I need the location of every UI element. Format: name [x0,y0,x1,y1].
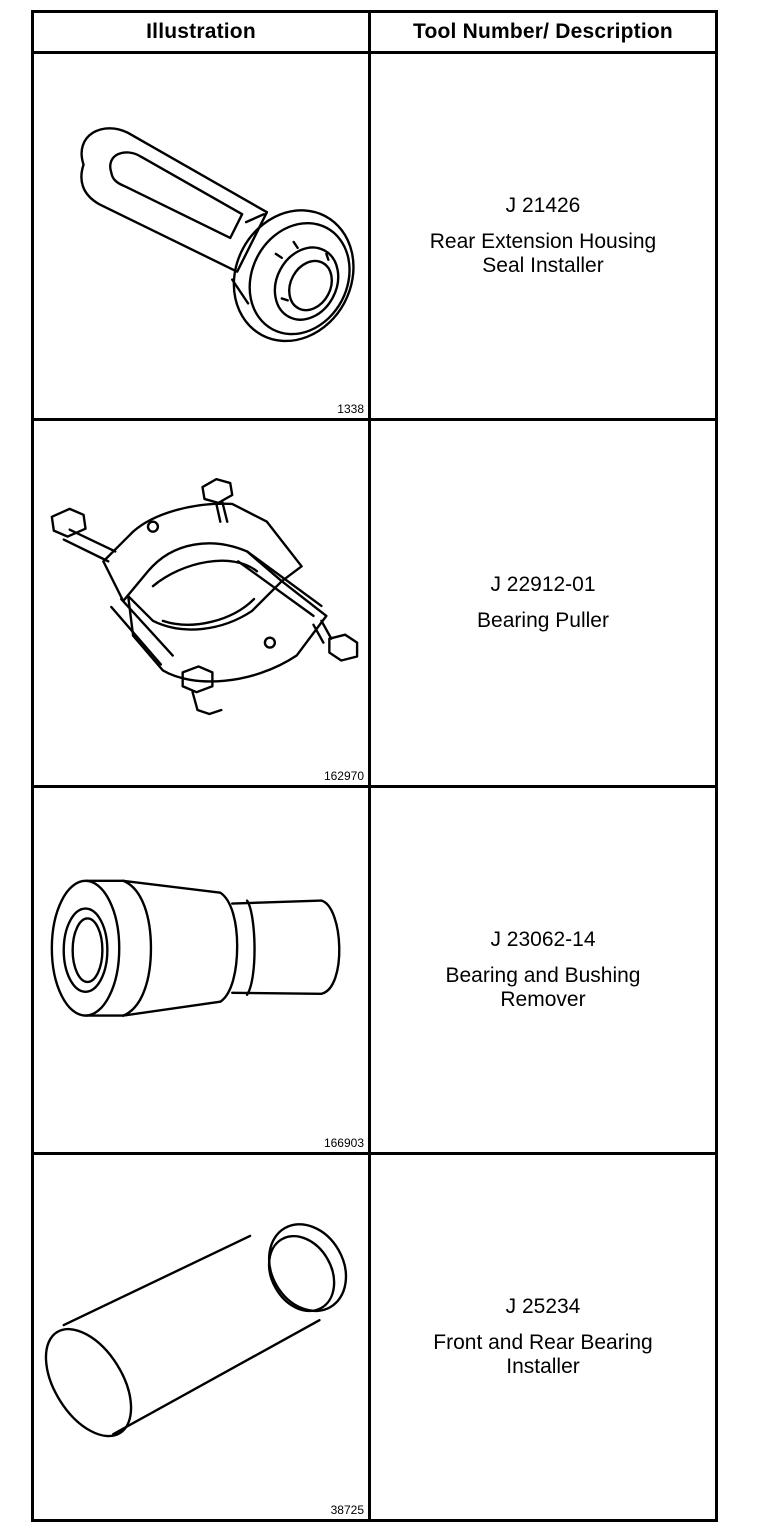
table-row: 1338 J 21426 Rear Extension Housing Seal… [31,51,718,421]
tool-description: Bearing Puller [477,609,609,632]
tool-description: Rear Extension Housing Seal Installer [429,230,657,277]
figure-number: 38725 [330,1503,364,1517]
figure-number: 1338 [337,402,364,416]
table-row: 38725 J 25234 Front and Rear Bearing Ins… [31,1152,718,1522]
figure-number: 166903 [323,1136,364,1150]
tool-number: J 22912-01 [490,573,596,596]
tool-number: J 23062-14 [490,928,596,951]
tool-number: J 21426 [505,194,581,217]
illustration-cell: 1338 [31,51,371,421]
description-cell: J 21426 Rear Extension Housing Seal Inst… [368,51,718,421]
seal-installer-icon [80,127,355,343]
description-header: Tool Number/ Description [368,10,718,54]
tool-table: Illustration Tool Number/ Description [31,10,718,1522]
tool-description: Front and Rear Bearing Installer [433,1331,653,1378]
illustration-header: Illustration [31,10,371,54]
bearing-puller-icon [50,477,359,716]
figure-number: 162970 [323,769,364,783]
bearing-installer-icon [44,1223,348,1438]
tool-number: J 25234 [505,1295,581,1318]
description-cell: J 22912-01 Bearing Puller [368,418,718,788]
illustration-cell: 166903 [31,785,371,1155]
bushing-remover-icon [50,879,341,1017]
illustration-cell: 38725 [31,1152,371,1522]
description-cell: J 23062-14 Bearing and Bushing Remover [368,785,718,1155]
description-cell: J 25234 Front and Rear Bearing Installer [368,1152,718,1522]
table-row: 162970 J 22912-01 Bearing Puller [31,418,718,788]
tool-description: Bearing and Bushing Remover [445,964,641,1011]
table-row: 166903 J 23062-14 Bearing and Bushing Re… [31,785,718,1155]
illustration-cell: 162970 [31,418,371,788]
header-row: Illustration Tool Number/ Description [31,10,718,54]
